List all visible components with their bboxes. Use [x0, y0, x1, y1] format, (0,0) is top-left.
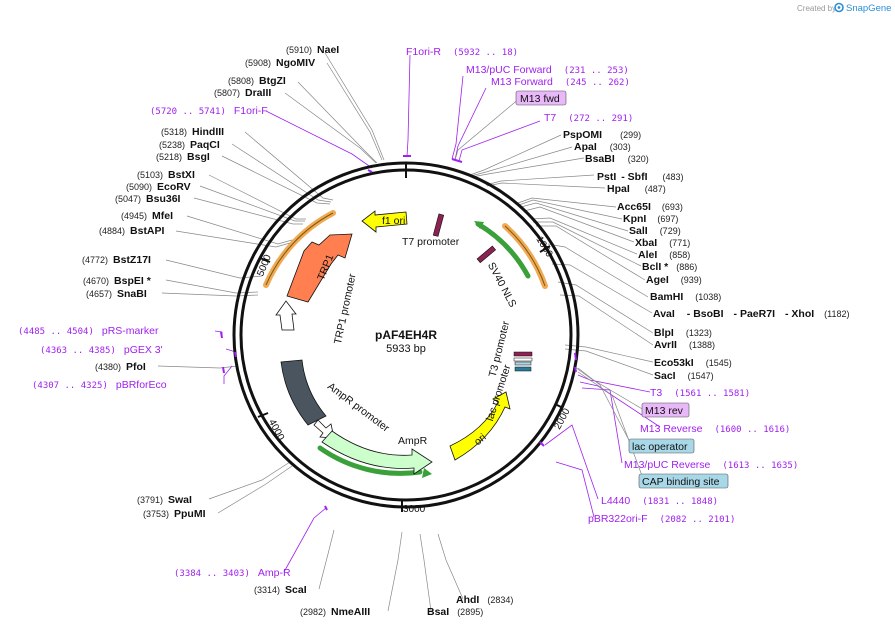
enzyme-bstapi[interactable]: (4884)BstAPI — [99, 225, 165, 237]
enzyme-swai[interactable]: (3791)SwaI — [137, 494, 192, 506]
trp1-orange-arc-inner — [265, 212, 334, 286]
primer-t3[interactable]: T3(1561 .. 1581) — [650, 387, 750, 399]
enzyme-alei[interactable]: AleI(858) — [638, 249, 690, 261]
badge-m13-rev[interactable]: M13 rev — [641, 402, 690, 418]
enzyme-bamhi[interactable]: BamHI(1038) — [650, 291, 721, 303]
enzyme-kpni[interactable]: KpnI(697) — [623, 213, 678, 225]
enzyme-agei[interactable]: AgeI(939) — [646, 274, 702, 286]
enzyme-apai[interactable]: ApaI(303) — [574, 141, 631, 153]
enzyme-acc65i[interactable]: Acc65I(693) — [617, 201, 683, 213]
badge-cap-binding-site[interactable]: CAP binding site — [638, 473, 729, 489]
ampr-feature: AmpR — [321, 430, 433, 475]
snapgene-brand: SnapGene — [846, 3, 891, 14]
ori-feature: ori — [449, 391, 511, 461]
ampr-green-arc — [317, 445, 423, 476]
badge-m13-rev-label: M13 rev — [645, 405, 684, 417]
t7-promoter-label: T7 promoter — [402, 236, 460, 248]
enzyme-ngomiv[interactable]: (5908)NgoMIV — [245, 57, 315, 69]
enzyme-draiii[interactable]: (5807)DraIII — [214, 87, 271, 99]
ampr-label: AmpR — [398, 435, 428, 447]
primer-pgex-3[interactable]: (4363 .. 4385)pGEX 3' — [40, 344, 163, 356]
enzyme-naei[interactable]: (5910)NaeI — [286, 44, 339, 56]
badge-lac-operator[interactable]: lac operator — [628, 438, 695, 454]
enzyme-pfoi[interactable]: (4380)PfoI — [95, 361, 146, 373]
plasmid-name: pAF4EH4R — [375, 328, 437, 342]
enzyme-scai[interactable]: (3314)ScaI — [254, 584, 307, 596]
enzyme-avrii[interactable]: AvrII(1388) — [654, 339, 715, 351]
primer-marks — [220, 155, 577, 511]
primer-t7[interactable]: T7(272 .. 291) — [544, 112, 633, 124]
enzyme-paqci[interactable]: (5238)PaqCI — [159, 139, 220, 151]
enzyme-bsu36i[interactable]: (5047)Bsu36I — [115, 193, 181, 205]
primer-pbr322ori-f[interactable]: pBR322ori-F(2082 .. 2101) — [588, 513, 735, 525]
snapgene-logo-icon — [834, 2, 844, 13]
plasmid-length: 5933 bp — [386, 343, 426, 355]
badge-m13-fwd-label: M13 fwd — [520, 93, 560, 105]
t7-promoter-marker: T7 promoter — [402, 213, 460, 248]
f1-ori-label: f1 ori — [382, 215, 405, 227]
enzyme-bsabi[interactable]: BsaBI(320) — [585, 153, 649, 165]
tick-3000: 3000 — [403, 504, 426, 515]
leader-lines — [157, 52, 654, 612]
badge-cap-binding-site-label: CAP binding site — [642, 476, 720, 488]
f1-ori-feature: f1 ori — [361, 210, 408, 233]
enzyme-bspei[interactable]: (4670)BspEI * — [83, 275, 152, 287]
enzyme-psti-sbfi[interactable]: PstI- SbfI(483) — [597, 171, 684, 183]
enzyme-nmeaiii[interactable]: (2982)NmeAIII — [300, 606, 370, 618]
sv40-green-arrowhead — [474, 221, 484, 229]
primer-m13-puc-reverse[interactable]: M13/pUC Reverse(1613 .. 1635) — [624, 459, 798, 471]
sv40-nls-label: SV40 NLS — [485, 260, 519, 309]
enzyme-bsai[interactable]: BsaI(2895) — [427, 606, 483, 618]
badge-m13-fwd[interactable]: M13 fwd — [515, 90, 567, 106]
enzyme-saci[interactable]: SacI(1547) — [654, 370, 714, 382]
enzyme-avai-group[interactable]: AvaI- BsoBI- PaeR7I- XhoI(1182) — [653, 308, 850, 320]
enzyme-blpi[interactable]: BlpI(1323) — [654, 327, 712, 339]
badge-lac-operator-label: lac operator — [632, 441, 688, 453]
enzyme-btgzi[interactable]: (5808)BtgZI — [228, 75, 286, 87]
enzyme-hpai[interactable]: HpaI(487) — [607, 183, 666, 195]
primer-f1ori-f[interactable]: (5720 .. 5741)F1ori-F — [150, 105, 268, 117]
enzyme-ahdi[interactable]: AhdI(2834) — [456, 594, 513, 606]
primer-m13-forward[interactable]: M13 Forward(245 .. 262) — [491, 76, 630, 88]
primer-amp-r[interactable]: (3384 .. 3403)Amp-R — [174, 567, 291, 579]
enzyme-pspomi[interactable]: PspOMI(299) — [563, 129, 641, 141]
trp1-promoter-label: TRP1 promoter — [332, 272, 359, 345]
enzyme-hindiii[interactable]: (5318)HindIII — [161, 126, 224, 138]
primer-l4440[interactable]: L4440(1831 .. 1848) — [601, 495, 718, 507]
enzyme-snabi[interactable]: (4657)SnaBI — [86, 288, 147, 300]
primer-m13-puc-forward[interactable]: M13/pUC Forward(231 .. 253) — [466, 64, 629, 76]
primer-prs-marker[interactable]: (4485 .. 4504)pRS-marker — [18, 325, 159, 337]
enzyme-ecorv[interactable]: (5090)EcoRV — [126, 181, 191, 193]
tick-marks — [257, 163, 564, 512]
enzyme-ppumi[interactable]: (3753)PpuMI — [143, 508, 206, 520]
ampr-green-arrowhead — [422, 468, 432, 478]
enzyme-bstz17i[interactable]: (4772)BstZ17I — [82, 254, 151, 266]
enzyme-bstxi[interactable]: (5103)BstXI — [137, 169, 195, 181]
tick-2000: 2000 — [552, 406, 572, 431]
enzyme-mfei[interactable]: (4945)MfeI — [121, 210, 173, 222]
sv40-orange-arc-inner — [504, 225, 546, 287]
credit-text: Created by — [797, 4, 836, 13]
enzyme-bsgi[interactable]: (5218)BsgI — [156, 151, 210, 163]
sv40-green-arc — [475, 221, 531, 279]
primer-f1ori-r[interactable]: F1ori-R(5932 .. 18) — [406, 46, 518, 58]
primer-m13-reverse[interactable]: M13 Reverse(1600 .. 1616) — [640, 423, 790, 435]
primer-pbrforeco[interactable]: (4307 .. 4325)pBRforEco — [32, 379, 167, 391]
enzyme-xbai[interactable]: XbaI(771) — [635, 237, 690, 249]
enzyme-bcli[interactable]: BclI *(886) — [642, 261, 697, 273]
enzyme-eco53ki[interactable]: Eco53kI(1545) — [654, 357, 732, 369]
enzyme-sali[interactable]: SalI(729) — [629, 225, 681, 237]
